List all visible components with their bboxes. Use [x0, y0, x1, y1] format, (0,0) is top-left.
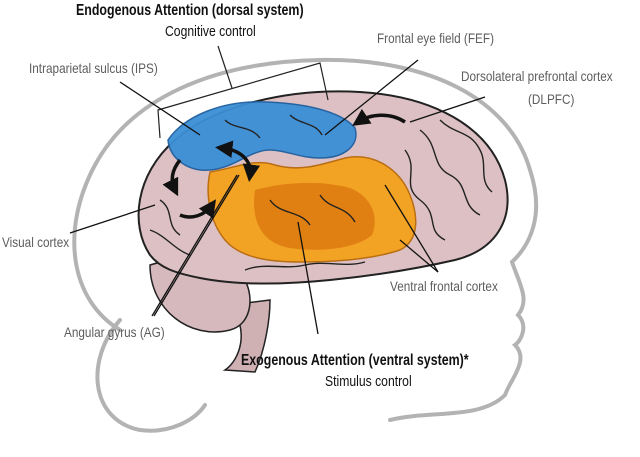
arrow-ips-ag: [215, 140, 261, 182]
ips-leader: [119, 81, 201, 136]
ag-leader: [151, 174, 238, 317]
arrow-dlpfc-to-fef: [352, 108, 406, 126]
dorsal-subheading: Cognitive control: [165, 24, 256, 40]
brain-stem: [222, 299, 271, 373]
fef-leader: [324, 59, 419, 136]
gyri-lines: [149, 114, 493, 271]
vfc-leader-2: [399, 239, 439, 273]
dlpfc-label-line1: Dorsolateral prefrontal cortex: [461, 68, 613, 84]
head-outline: [72, 57, 539, 422]
ventral-leader: [297, 221, 319, 335]
ventral-subheading: Stimulus control: [325, 374, 412, 390]
visual-cortex-label: Visual cortex: [2, 234, 70, 250]
dlpfc-leader: [409, 96, 486, 123]
neck-outline: [95, 318, 207, 433]
cognitive-control-leader: [217, 45, 233, 89]
dorsal-region: [167, 101, 357, 171]
ips-label: Intraparietal sulcus (IPS): [29, 60, 158, 76]
dorsal-heading: Endogenous Attention (dorsal system): [76, 2, 304, 19]
ventral-region-deep: [254, 182, 375, 250]
connection-arrows: [162, 108, 406, 219]
fef-label: Frontal eye field (FEF): [377, 30, 494, 46]
visual-leader: [69, 204, 156, 234]
ventral-frontal-cortex-label: Ventral frontal cortex: [390, 278, 498, 294]
ventral-heading: Exogenous Attention (ventral system)*: [241, 352, 469, 369]
ag-leader-2: [153, 174, 240, 317]
arrow-visual-up: [179, 199, 217, 219]
dlpfc-label-line2: (DLPFC): [528, 91, 575, 107]
vfc-leader-1: [384, 184, 439, 273]
leader-lines: [69, 59, 486, 335]
arrow-visual-down: [162, 158, 182, 197]
angular-gyrus-label: Angular gyrus (AG): [64, 324, 165, 340]
dorsal-bracket: [157, 62, 329, 139]
